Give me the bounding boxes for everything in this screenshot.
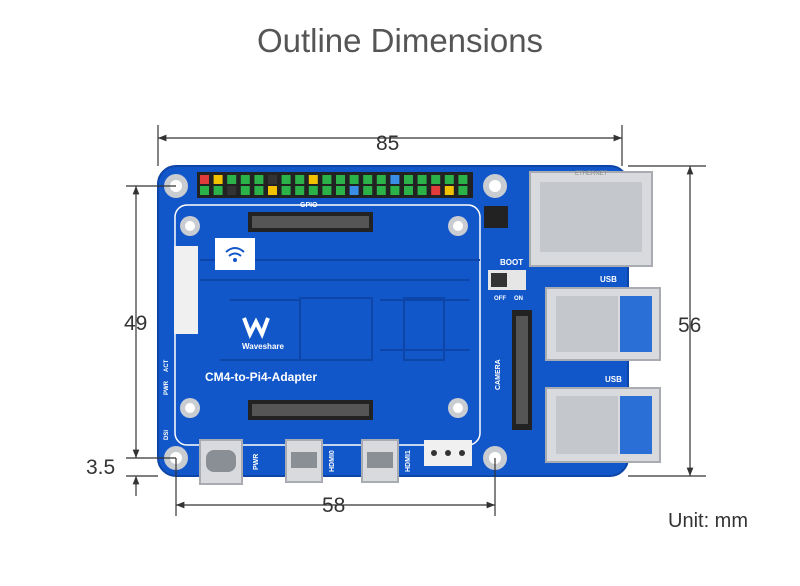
gpio-pin [227,186,237,195]
gpio-pin [404,186,413,195]
board-name: CM4-to-Pi4-Adapter [205,370,317,384]
gpio-pin [363,186,373,195]
usb-label-top: USB [600,275,617,284]
gpio-pin [240,175,250,184]
gpio-header: GPIO [197,172,473,209]
page-title: Outline Dimensions [256,22,544,59]
gpio-pin [431,175,441,184]
gpio-pin [295,186,305,195]
gpio-pin [295,175,305,184]
ethernet-label: ETHERNET [575,171,608,177]
dim-bottom-width-label: 58 [322,494,345,517]
unit-label: Unit: mm [668,510,748,532]
hdmi0-port: HDMI0 [285,439,336,483]
wifi-icon [225,247,245,253]
boot-switch: BOOT OFF ON [488,258,526,302]
dim-hole-offset-label: 3.5 [86,456,115,479]
gpio-pin [254,186,264,195]
gpio-pin [458,186,468,195]
gpio-pin [322,175,332,184]
gpio-pin [390,186,400,195]
gpio-pin [417,186,427,195]
antenna-label-strip [174,246,198,334]
gpio-pin [417,175,427,184]
ethernet-port: ETHERNET [529,171,653,267]
usb-label-bottom: USB [605,375,622,384]
usb-port-bottom: USB [545,375,661,463]
fan-connector [424,440,472,466]
gpio-pin [390,175,400,184]
dimension-lines [126,125,706,516]
gpio-pin [322,186,332,195]
gpio-pin [376,186,386,195]
chip-area [299,297,373,361]
boot-on-label: ON [514,296,523,302]
gpio-pin [308,186,318,195]
gpio-pin [404,175,413,184]
gpio-pin [268,175,277,184]
gpio-pin [444,186,454,195]
gpio-pin [227,175,237,184]
led-act-label: ACT [164,359,170,372]
dim-top-width-label: 85 [376,132,399,155]
svg-text:Waveshare: Waveshare [242,342,285,351]
pcb-board [157,165,629,477]
gpio-pin [376,175,386,184]
dim-left-height-label: 49 [124,312,147,335]
gpio-pin [200,186,209,195]
gpio-pin [213,186,223,195]
jumper-pins [484,206,508,228]
dim-right-height-label: 56 [678,314,701,337]
gpio-pin [349,175,359,184]
chip-area-2 [403,297,445,361]
usb-port-top: USB [545,275,661,361]
led-pwr-label: PWR [164,380,170,395]
pwr-label: PWR [253,454,260,470]
gpio-pin [349,186,359,195]
gpio-pin [213,175,223,184]
hdmi1-port: HDMI1 [361,439,412,483]
gpio-pin [308,175,318,184]
gpio-pin [336,186,345,195]
hdmi1-label: HDMI1 [405,450,412,472]
usb-c-power-port: PWR [199,439,260,485]
waveshare-logo: Waveshare [242,317,285,351]
gpio-pin [240,186,250,195]
dsi-label: DSI [164,430,170,440]
gpio-pin [281,175,291,184]
gpio-pin [254,175,264,184]
gpio-pin [431,186,441,195]
gpio-pin [281,186,291,195]
hdmi0-label: HDMI0 [329,450,336,472]
gpio-pin [336,175,345,184]
boot-off-label: OFF [494,296,506,302]
gpio-pin [268,186,277,195]
gpio-label: GPIO [300,202,318,209]
gpio-pin [444,175,454,184]
camera-label: CAMERA [495,359,502,390]
gpio-pin [458,175,468,184]
gpio-pin [363,175,373,184]
gpio-pin [200,175,209,184]
boot-label: BOOT [500,258,523,267]
